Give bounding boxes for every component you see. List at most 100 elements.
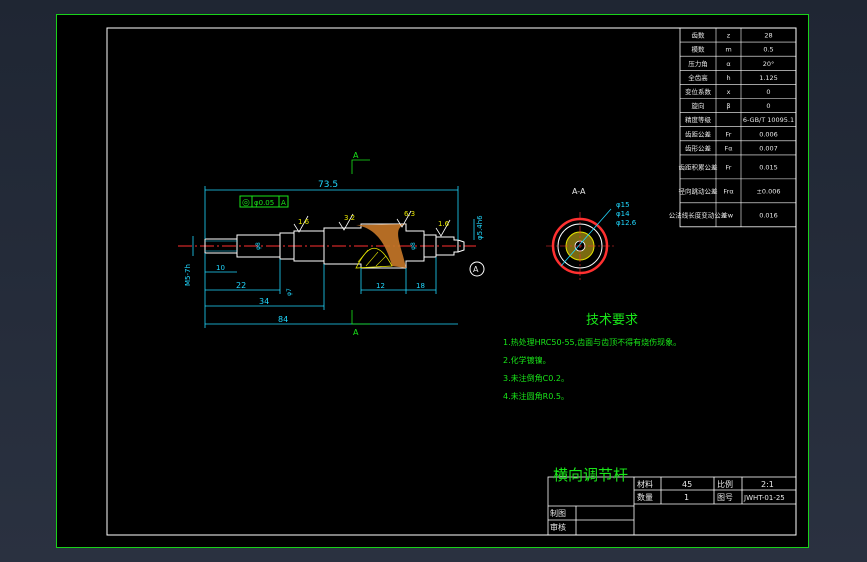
param-value: 0 bbox=[766, 102, 770, 110]
roughness-1-6-left: 1.6 bbox=[298, 218, 310, 226]
param-name: 旋向 bbox=[692, 101, 705, 110]
datum-circle bbox=[469, 261, 485, 277]
gear-tooth-section bbox=[356, 224, 406, 268]
tolerance-frame: ◎ φ0.05 A bbox=[239, 195, 289, 208]
dim-text-12: 12 bbox=[376, 282, 385, 290]
qty-value: 1 bbox=[684, 493, 689, 502]
param-value: 0 bbox=[766, 88, 770, 96]
drawn-label: 制图 bbox=[550, 508, 566, 518]
param-name: 精度等级 bbox=[685, 115, 712, 124]
param-name: 压力角 bbox=[688, 59, 708, 68]
param-symbol: m bbox=[725, 46, 731, 54]
tech-requirement-item: 4.未注圆角R0.5。 bbox=[503, 391, 569, 401]
section-view-a-a: A-A φ15 φ14 φ12.6 bbox=[546, 187, 637, 280]
param-name: 全齿高 bbox=[688, 73, 708, 82]
param-value: ±0.006 bbox=[756, 187, 780, 195]
param-name: 变位系数 bbox=[685, 87, 712, 96]
drawing-no-label: 图号 bbox=[717, 493, 733, 502]
roughness-symbol bbox=[338, 213, 354, 231]
tech-requirement-item: 2.化学镀镍。 bbox=[503, 355, 551, 365]
roughness-symbols bbox=[293, 210, 451, 237]
dim-text-18: 18 bbox=[416, 282, 425, 290]
gear-hatch-line bbox=[357, 249, 369, 263]
roughness-symbol bbox=[293, 215, 309, 233]
datum-label: A bbox=[473, 265, 479, 274]
scale-value: 2:1 bbox=[761, 480, 774, 489]
material-value: 45 bbox=[682, 480, 692, 489]
dim-text-right-dia: φ5.4h6 bbox=[476, 215, 484, 240]
tolerance-datum: A bbox=[281, 199, 286, 207]
scale-label: 比例 bbox=[717, 479, 733, 489]
gear-hatch-line bbox=[375, 255, 387, 267]
param-name: 模数 bbox=[692, 45, 706, 54]
param-value: 0.006 bbox=[759, 130, 778, 138]
param-symbol: h bbox=[726, 74, 730, 82]
roughness-symbol bbox=[435, 219, 451, 237]
section-dim-d3: φ12.6 bbox=[616, 219, 637, 227]
section-dim-d2: φ14 bbox=[616, 210, 630, 218]
param-name: 径向跳动公差 bbox=[679, 186, 719, 195]
param-value: 0.5 bbox=[763, 46, 773, 54]
param-symbol: Fr bbox=[726, 130, 732, 138]
param-symbol: Frα bbox=[723, 187, 733, 195]
section-marker-label-top: A bbox=[353, 151, 359, 160]
shaft-tip bbox=[457, 239, 465, 253]
param-value: 0.007 bbox=[759, 144, 778, 152]
dim-text-22: 22 bbox=[236, 281, 246, 290]
roughness-1-6-right: 1.6 bbox=[438, 220, 450, 228]
inner-frame bbox=[106, 27, 797, 536]
param-value: 0.016 bbox=[759, 211, 778, 219]
param-value: 28 bbox=[764, 32, 772, 40]
checked-label: 审核 bbox=[550, 522, 566, 532]
param-value: 6-GB/T 10095.1 bbox=[743, 116, 794, 124]
param-value: 20° bbox=[763, 60, 775, 68]
gear-hatch-line bbox=[365, 251, 379, 267]
drawing-no-value: JWHT-01-25 bbox=[743, 494, 785, 502]
tolerance-frame-box bbox=[239, 195, 289, 208]
dim-text-overall: 73.5 bbox=[318, 180, 338, 190]
tech-requirement-item: 3.未注倒角C0.2。 bbox=[503, 373, 569, 383]
section-marker-bottom bbox=[351, 310, 370, 325]
dim-text-left-dia: M5-7h bbox=[184, 264, 192, 286]
param-name: 齿形公差 bbox=[685, 143, 712, 152]
title-block bbox=[547, 476, 797, 536]
param-name: 齿距公差 bbox=[685, 129, 712, 138]
param-table-frame bbox=[679, 27, 797, 228]
shaft-main-view bbox=[178, 223, 476, 269]
param-value: 1.125 bbox=[759, 74, 778, 82]
dim-text-total: 84 bbox=[278, 315, 288, 324]
section-marker-label-bottom: A bbox=[353, 328, 359, 337]
param-name: 公法线长度变动公差 bbox=[669, 210, 728, 219]
param-symbol: Fr bbox=[726, 163, 732, 171]
param-symbol: Fw bbox=[724, 211, 734, 219]
param-name: 齿数 bbox=[692, 31, 706, 40]
param-symbol: z bbox=[727, 32, 731, 40]
tolerance-value: φ0.05 bbox=[254, 199, 274, 207]
section-marker-top bbox=[351, 159, 370, 174]
part-name: 横向调节杆 bbox=[553, 466, 628, 484]
param-symbol: Fα bbox=[724, 144, 732, 152]
dim-text-dia-7: φ7 bbox=[286, 288, 293, 296]
tech-requirements-title: 技术要求 bbox=[586, 313, 638, 328]
dim-text-dia-8: φ8 bbox=[255, 242, 262, 250]
shaft-dimensions bbox=[192, 159, 475, 328]
roughness-symbol bbox=[396, 210, 412, 228]
dim-text-10: 10 bbox=[216, 264, 225, 272]
outer-border bbox=[56, 14, 809, 548]
param-symbol: x bbox=[727, 88, 731, 96]
dim-text-dia-8-right: φ8 bbox=[410, 242, 417, 250]
tolerance-symbol: ◎ bbox=[242, 198, 250, 208]
roughness-3-2: 3.2 bbox=[344, 214, 355, 222]
param-symbol: α bbox=[726, 60, 730, 68]
roughness-6-3: 6.3 bbox=[404, 210, 415, 218]
gear-hatch-region bbox=[355, 247, 393, 269]
section-title: A-A bbox=[572, 187, 586, 196]
qty-label: 数量 bbox=[637, 492, 653, 502]
section-leader bbox=[560, 208, 612, 267]
tech-requirement-item: 1.热处理HRC50-55,齿面与齿顶不得有烧伤现象。 bbox=[503, 337, 681, 347]
param-name: 齿距积累公差 bbox=[679, 162, 719, 171]
